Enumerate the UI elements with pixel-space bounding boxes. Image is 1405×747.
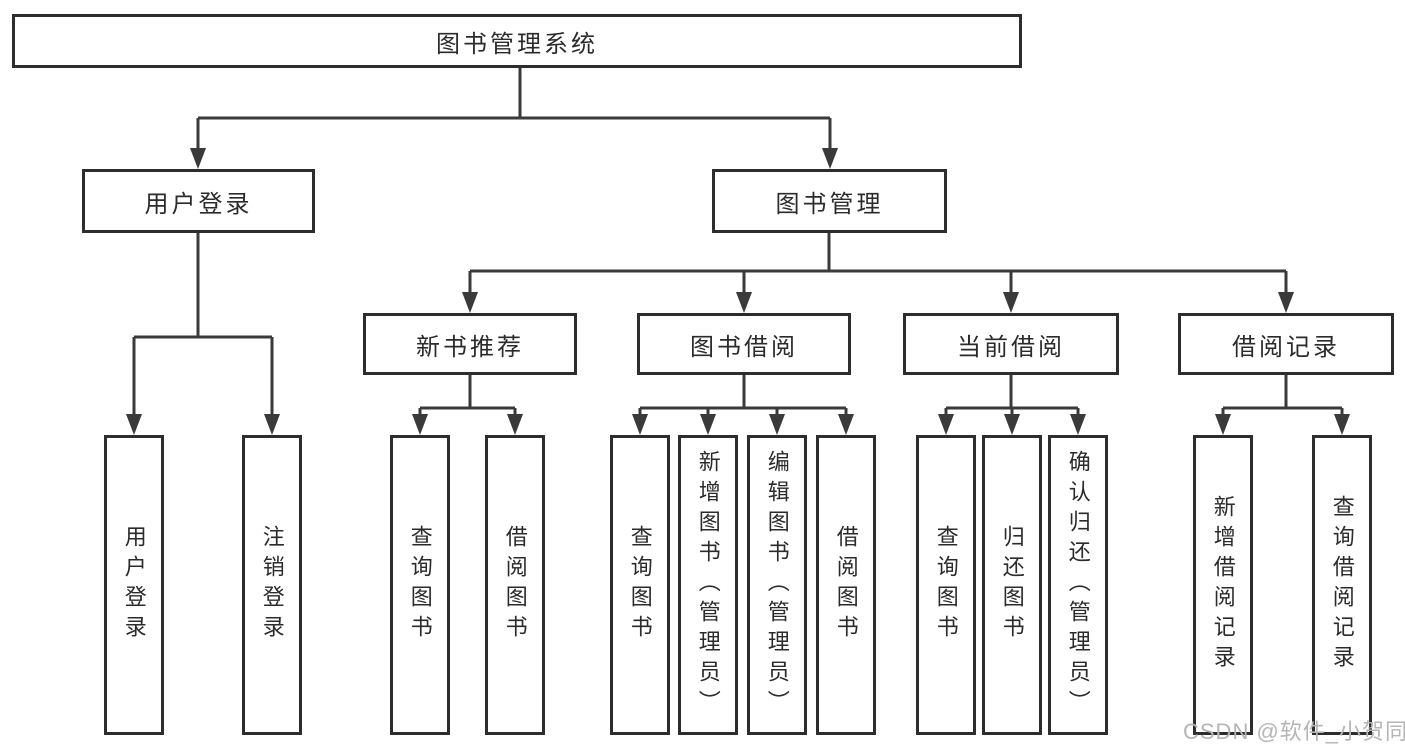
edge-new-books-to-leaves [412,375,523,435]
node-label: 借阅记录 [1232,333,1340,361]
leaf-borrow-books: 借阅图书 [816,435,876,735]
node-current-borrow: 当前借阅 [903,313,1119,375]
node-label: 编辑图书（管理员） [764,450,790,720]
node-label: 图书管理 [775,190,884,218]
leaf-query-books-recommend: 查询图书 [390,435,450,735]
edge-root-to-level1 [190,68,838,169]
node-label: 归还图书 [999,525,1025,645]
node-label: 确认归还（管理员） [1065,450,1091,720]
node-label: 新书推荐 [416,333,524,361]
leaf-borrow-books-recommend: 借阅图书 [485,435,545,735]
node-book-borrow: 图书借阅 [637,313,851,375]
edge-borrow-records-to-leaves [1215,375,1350,435]
node-label: 查询借阅记录 [1329,495,1355,675]
leaf-logout: 注销登录 [242,435,302,735]
leaf-query-books-current: 查询图书 [916,435,976,735]
leaf-query-books-borrow: 查询图书 [610,435,670,735]
leaf-return-books: 归还图书 [982,435,1042,735]
node-book-management: 图书管理 [712,169,947,233]
edge-book-mgmt-to-level2 [462,233,1294,313]
node-new-book-recommend: 新书推荐 [363,313,577,375]
edge-current-borrow-to-leaves [938,375,1086,435]
node-user-login: 用户登录 [82,169,315,233]
leaf-confirm-return-admin: 确认归还（管理员） [1048,435,1108,735]
node-label: 用户登录 [121,525,147,645]
edge-book-borrow-to-leaves [632,375,854,435]
node-label: 当前借阅 [957,333,1065,361]
leaf-edit-books-admin: 编辑图书（管理员） [747,435,807,735]
node-label: 图书管理系统 [436,30,598,58]
node-label: 图书借阅 [690,333,798,361]
leaf-user-login: 用户登录 [104,435,164,735]
node-label: 借阅图书 [833,525,859,645]
edge-user-login-to-leaves [126,233,280,435]
node-label: 借阅图书 [502,525,528,645]
node-book-management-system: 图书管理系统 [12,14,1022,68]
node-label: 新增图书（管理员） [695,450,721,720]
leaf-add-books-admin: 新增图书（管理员） [678,435,738,735]
node-label: 查询图书 [627,525,653,645]
leaf-query-borrow-record: 查询借阅记录 [1312,435,1372,735]
node-label: 查询图书 [407,525,433,645]
node-label: 新增借阅记录 [1210,495,1236,675]
node-label: 注销登录 [259,525,285,645]
node-borrow-records: 借阅记录 [1178,313,1394,375]
node-label: 用户登录 [144,190,253,218]
csdn-watermark: CSDN @软件_小贺同学 [1183,719,1405,744]
node-label: 查询图书 [933,525,959,645]
leaf-add-borrow-record: 新增借阅记录 [1193,435,1253,735]
